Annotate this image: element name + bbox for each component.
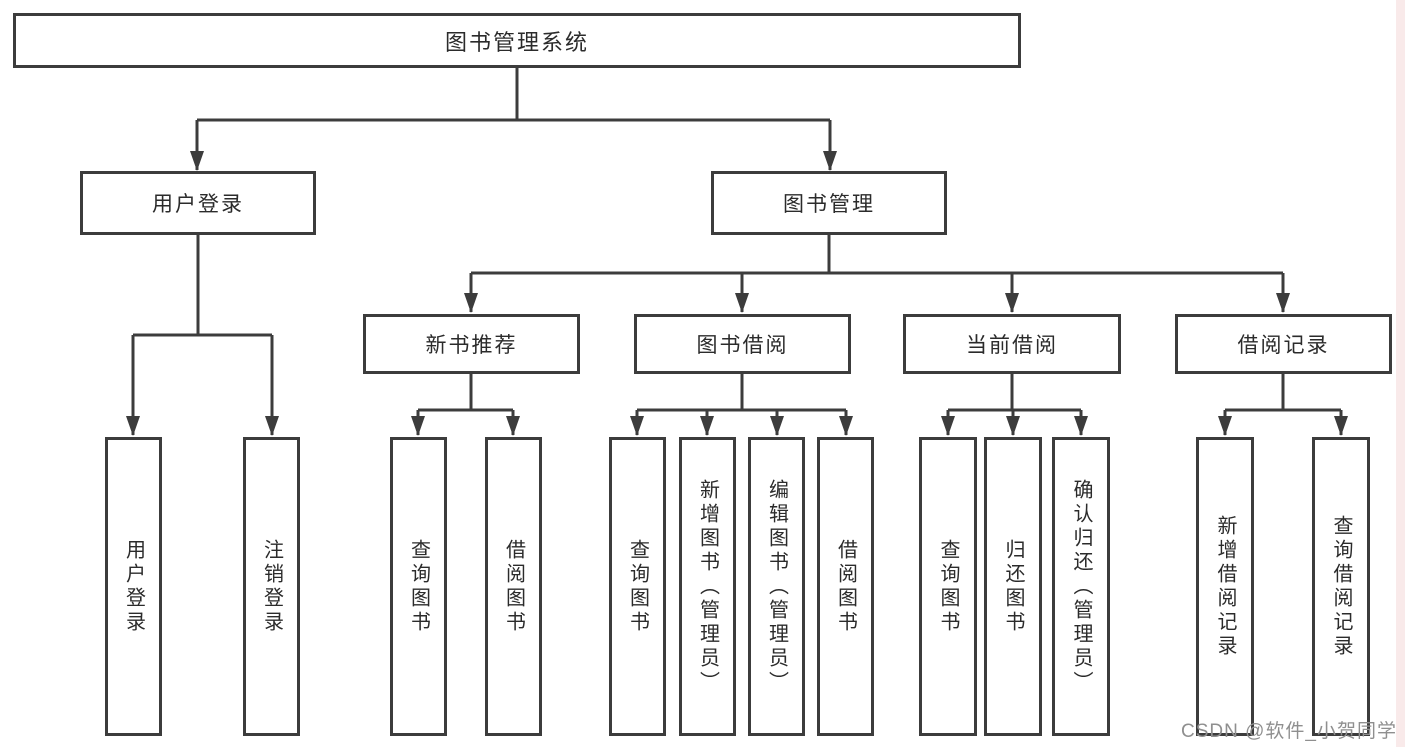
leaf-edit-book-admin-label: 编辑图书（管理员） (765, 478, 788, 695)
leaf-logout: 注销登录 (243, 437, 300, 736)
leaf-user-login: 用户登录 (105, 437, 162, 736)
node-book-borrowing: 图书借阅 (634, 314, 851, 374)
leaf-borrow-books-2-label: 借阅图书 (834, 538, 857, 635)
right-edge-strip (1396, 0, 1405, 747)
leaf-borrow-books-1: 借阅图书 (485, 437, 542, 736)
node-book-management-label: 图书管理 (783, 193, 875, 216)
leaf-add-borrow-record: 新增借阅记录 (1196, 437, 1254, 736)
connector-borrowing-records-children (1218, 374, 1348, 436)
csdn-watermark: CSDN @软件_小贺同学 (1181, 721, 1397, 742)
node-user-login-label: 用户登录 (152, 193, 244, 216)
leaf-query-books-2: 查询图书 (609, 437, 666, 736)
leaf-user-login-label: 用户登录 (122, 538, 145, 635)
leaf-query-borrow-record-label: 查询借阅记录 (1330, 514, 1352, 659)
connector-new-book-recommend-children (411, 374, 520, 436)
leaf-query-borrow-record: 查询借阅记录 (1312, 437, 1370, 736)
leaf-borrow-books-2: 借阅图书 (817, 437, 874, 736)
node-borrowing-records: 借阅记录 (1175, 314, 1392, 374)
leaf-confirm-return-admin-label: 确认归还（管理员） (1070, 478, 1092, 695)
leaf-query-books-1: 查询图书 (390, 437, 447, 736)
node-current-borrowing-label: 当前借阅 (966, 334, 1058, 357)
leaf-edit-book-admin: 编辑图书（管理员） (748, 437, 805, 736)
leaf-query-books-3-label: 查询图书 (937, 538, 959, 635)
connector-book-management-children (464, 235, 1290, 313)
connector-current-borrowing-children (941, 374, 1088, 436)
node-new-book-recommend-label: 新书推荐 (425, 334, 518, 357)
leaf-confirm-return-admin: 确认归还（管理员） (1052, 437, 1110, 736)
leaf-borrow-books-1-label: 借阅图书 (502, 538, 525, 635)
connector-book-borrowing-children (630, 374, 853, 436)
node-root: 图书管理系统 (13, 13, 1021, 68)
connector-user-login-children (126, 235, 279, 436)
leaf-query-books-1-label: 查询图书 (407, 538, 430, 635)
node-current-borrowing: 当前借阅 (903, 314, 1121, 374)
node-book-management: 图书管理 (711, 171, 947, 235)
leaf-logout-label: 注销登录 (260, 538, 283, 635)
node-book-borrowing-label: 图书借阅 (696, 334, 789, 357)
node-user-login: 用户登录 (80, 171, 316, 235)
leaf-return-books: 归还图书 (984, 437, 1042, 736)
leaf-add-borrow-record-label: 新增借阅记录 (1214, 514, 1236, 659)
connector-root-to-level2 (190, 68, 837, 171)
node-new-book-recommend: 新书推荐 (363, 314, 580, 374)
node-root-label: 图书管理系统 (444, 29, 589, 55)
node-borrowing-records-label: 借阅记录 (1237, 334, 1330, 357)
leaf-add-book-admin: 新增图书（管理员） (679, 437, 736, 736)
leaf-query-books-3: 查询图书 (919, 437, 977, 736)
leaf-return-books-label: 归还图书 (1002, 538, 1024, 635)
leaf-add-book-admin-label: 新增图书（管理员） (696, 478, 719, 695)
leaf-query-books-2-label: 查询图书 (626, 538, 649, 635)
